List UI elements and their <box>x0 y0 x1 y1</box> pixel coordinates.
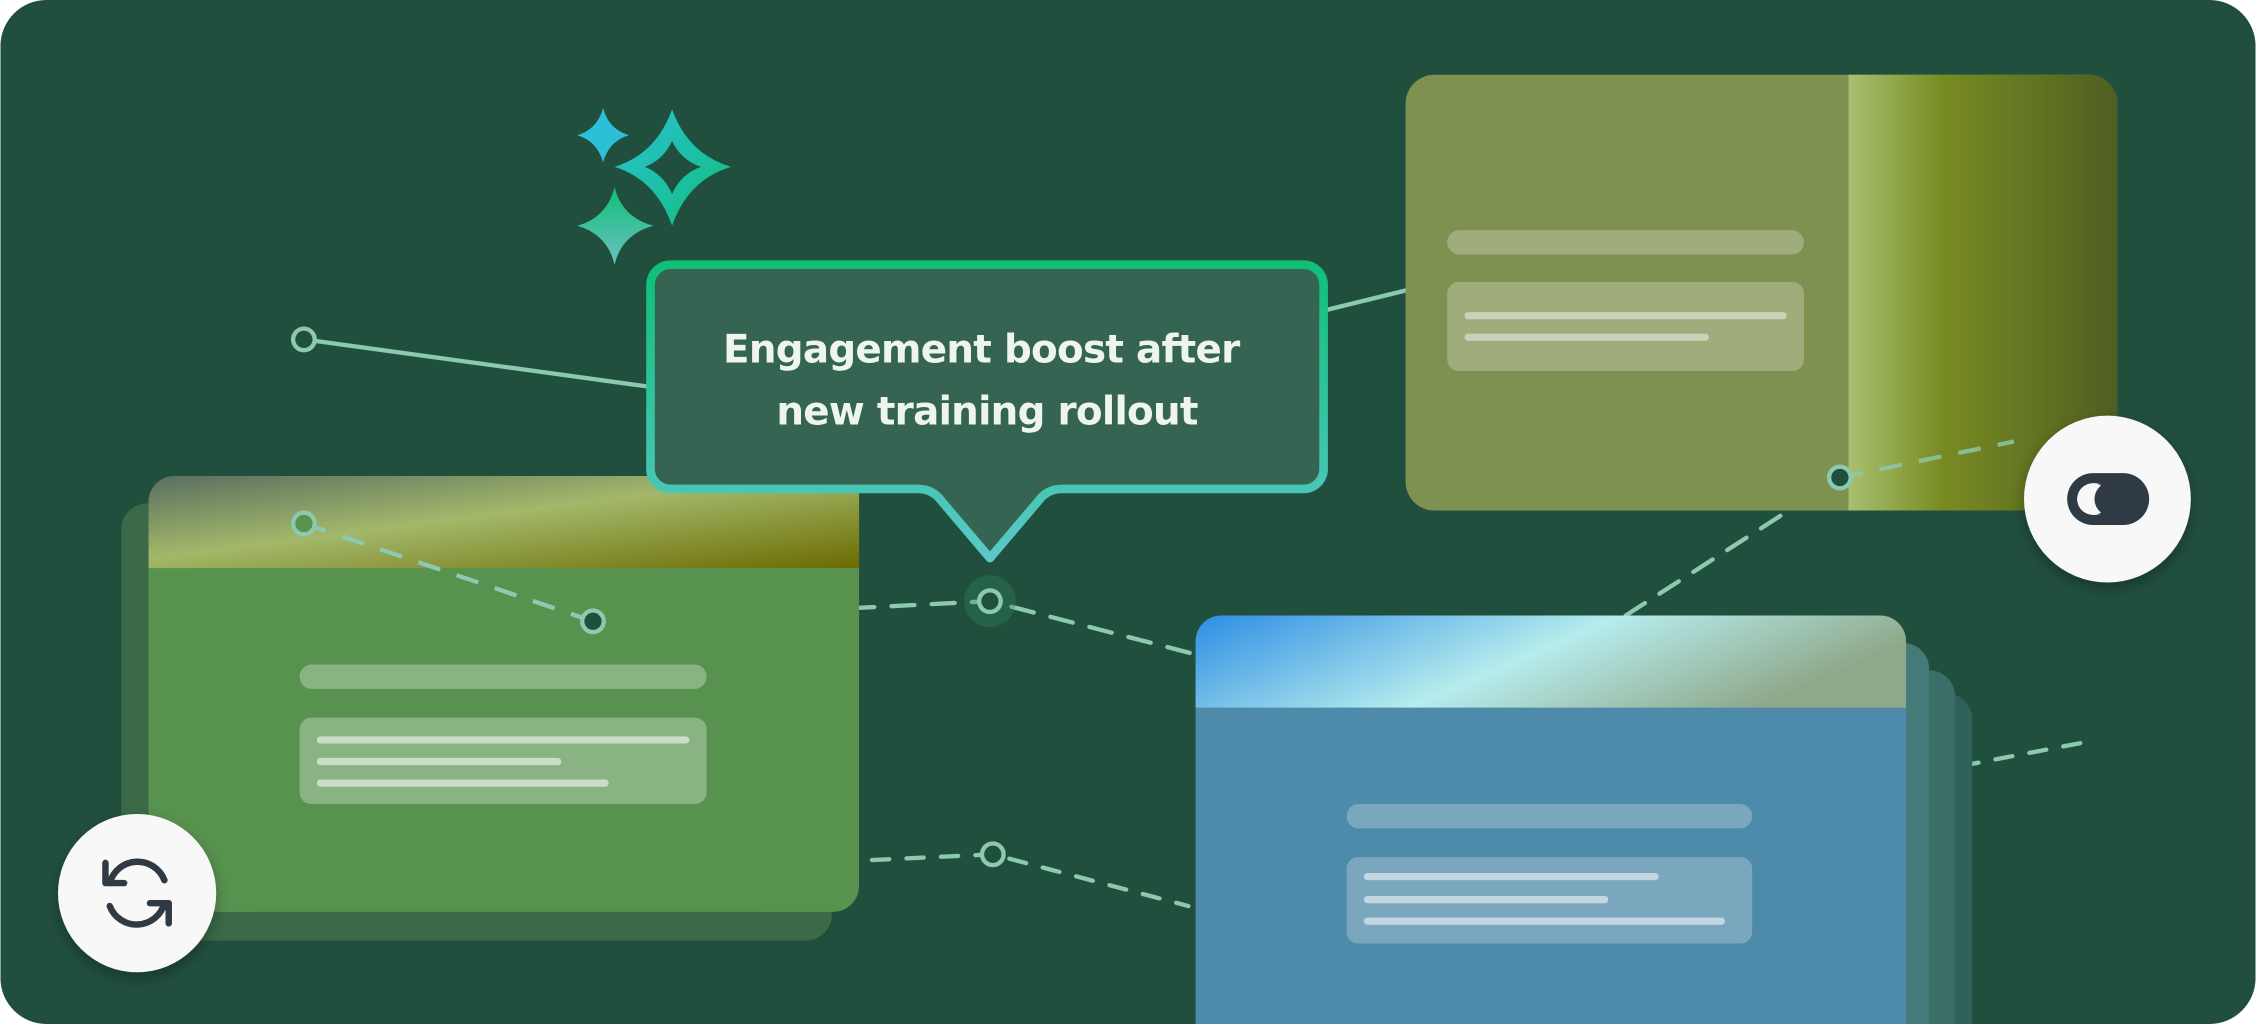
refresh-button[interactable] <box>57 814 217 973</box>
refresh-icon <box>102 858 172 928</box>
placeholder-bar <box>1346 803 1753 829</box>
connector-node <box>580 608 606 635</box>
blue-card <box>1195 615 1973 1024</box>
connector-nodes <box>290 326 1016 868</box>
sparkles-icon <box>577 107 732 265</box>
callout-tooltip: Engagement boost after new training roll… <box>646 260 1328 563</box>
olive-card <box>1405 74 2118 511</box>
placeholder-bar <box>299 664 707 689</box>
solid-connector <box>1321 288 1408 313</box>
callout-line-1: Engagement boost after <box>723 327 1241 372</box>
toggle-icon <box>2067 473 2150 525</box>
connector-node <box>1826 464 1853 491</box>
connector-node <box>979 841 1006 868</box>
connector-node-active <box>976 588 1003 615</box>
placeholder-box <box>1447 281 1804 372</box>
placeholder-bar <box>1447 230 1804 255</box>
green-card <box>121 476 860 941</box>
solid-connector <box>301 337 653 390</box>
dashed-connector <box>1925 739 2088 775</box>
callout-line-2: new training rollout <box>776 389 1198 434</box>
connector-node <box>290 326 317 353</box>
connector-node <box>290 510 317 537</box>
